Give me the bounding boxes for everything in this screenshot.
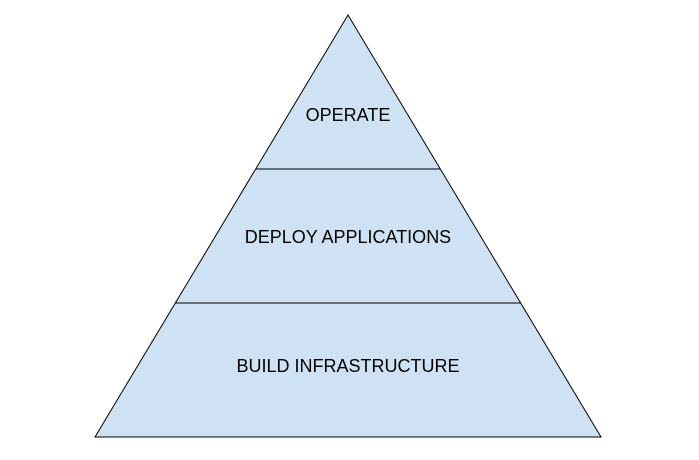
tier-label-operate: OPERATE — [306, 105, 391, 125]
tier-label-build-infrastructure: BUILD INFRASTRUCTURE — [236, 356, 459, 376]
tier-label-deploy-applications: DEPLOY APPLICATIONS — [245, 227, 451, 247]
pyramid-shape — [94, 14, 602, 438]
